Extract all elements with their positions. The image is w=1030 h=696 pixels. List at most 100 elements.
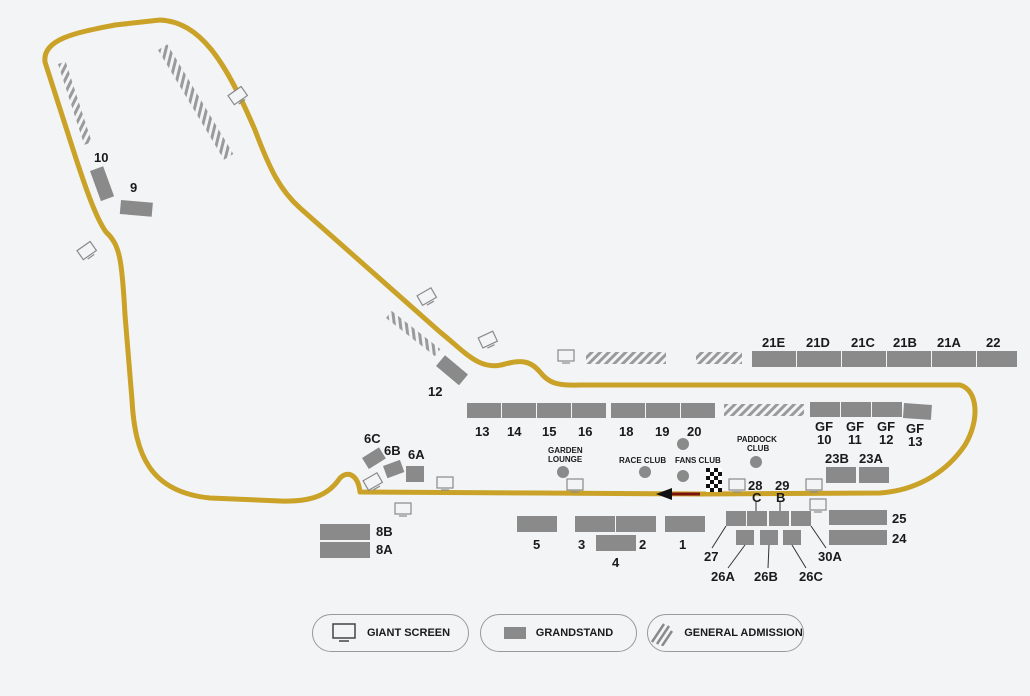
grandstand-8b[interactable]: [320, 524, 370, 540]
grandstand-2[interactable]: [616, 516, 656, 532]
grandstand-6c[interactable]: [362, 447, 386, 470]
label-28: 28: [748, 478, 762, 493]
label-23b: 23B: [825, 451, 849, 466]
grandstand-6a[interactable]: [406, 466, 424, 482]
giant-screen-icon[interactable]: [728, 478, 746, 493]
grandstand-21c[interactable]: [842, 351, 886, 367]
label-gf13-number: 13: [908, 434, 922, 449]
label-fans-club: FANS CLUB: [675, 456, 721, 465]
grandstand-1[interactable]: [665, 516, 705, 532]
giant-screen-icon[interactable]: [76, 240, 99, 262]
grandstand-5[interactable]: [517, 516, 557, 532]
giant-screen-icon[interactable]: [566, 478, 584, 493]
grandstand-15[interactable]: [537, 403, 571, 418]
grandstand-16[interactable]: [572, 403, 606, 418]
label-26c: 26C: [799, 569, 823, 584]
grandstand-21b[interactable]: [887, 351, 931, 367]
grandstand-21a[interactable]: [932, 351, 976, 367]
ga-zone-top-1: [586, 352, 666, 364]
grandstand-14[interactable]: [502, 403, 536, 418]
label-21d: 21D: [806, 335, 830, 350]
grandstand-21d[interactable]: [797, 351, 841, 367]
grandstand-13[interactable]: [467, 403, 501, 418]
legend-general-admission[interactable]: GENERAL ADMISSION: [647, 614, 804, 652]
race-track: [42, 17, 978, 504]
label-26b: 26B: [754, 569, 778, 584]
grandstand-21e[interactable]: [752, 351, 796, 367]
grandstand-10[interactable]: [90, 166, 115, 202]
label-1: 1: [679, 537, 686, 552]
label-8a: 8A: [376, 542, 393, 557]
giant-screen-icon[interactable]: [416, 287, 439, 308]
grandstand-18[interactable]: [611, 403, 645, 418]
label-25: 25: [892, 511, 906, 526]
label-6a: 6A: [408, 447, 425, 462]
grandstand-25[interactable]: [829, 510, 887, 525]
grandstand-19[interactable]: [646, 403, 680, 418]
grandstand-28c[interactable]: [747, 511, 767, 526]
grandstand-29b[interactable]: [769, 511, 789, 526]
grandstand-26b[interactable]: [760, 530, 778, 545]
grandstand-6b[interactable]: [383, 459, 405, 479]
label-5: 5: [533, 537, 540, 552]
label-15: 15: [542, 424, 556, 439]
grandstand-3[interactable]: [575, 516, 615, 532]
grandstand-9[interactable]: [119, 200, 153, 217]
label-19: 19: [655, 424, 669, 439]
grandstand-22[interactable]: [977, 351, 1017, 367]
label-lounge: LOUNGE: [548, 455, 583, 464]
fans-club-marker-top[interactable]: [677, 438, 689, 450]
label-8b: 8B: [376, 524, 393, 539]
grandstand-gf12[interactable]: [872, 402, 902, 417]
giant-screen-icon: [332, 623, 356, 642]
garden-lounge-marker[interactable]: [557, 466, 569, 478]
grandstand-26a[interactable]: [736, 530, 754, 545]
label-gf11-number: 11: [848, 432, 862, 447]
grandstand-23a[interactable]: [859, 467, 889, 483]
giant-screen-icon[interactable]: [805, 478, 823, 493]
start-finish-flag-icon: [706, 468, 722, 492]
giant-screen-icon[interactable]: [394, 502, 412, 517]
label-21a: 21A: [937, 335, 961, 350]
grandstand-gf13[interactable]: [902, 403, 932, 420]
grandstand-26c[interactable]: [783, 530, 801, 545]
legend-giant-screen[interactable]: GIANT SCREEN: [312, 614, 469, 652]
fans-club-marker[interactable]: [677, 470, 689, 482]
label-3: 3: [578, 537, 585, 552]
label-16: 16: [578, 424, 592, 439]
giant-screen-icon[interactable]: [362, 472, 385, 493]
label-c: C: [752, 490, 762, 505]
legend-grandstand[interactable]: GRANDSTAND: [480, 614, 637, 652]
label-12: 12: [428, 384, 442, 399]
giant-screen-icon[interactable]: [809, 498, 827, 513]
grandstand-8a[interactable]: [320, 542, 370, 558]
giant-screen-icon[interactable]: [436, 476, 454, 491]
label-gf13-prefix: GF: [906, 421, 924, 436]
ga-zone-middle: [386, 310, 441, 357]
grandstand-24[interactable]: [829, 530, 887, 545]
grandstand-23b[interactable]: [826, 467, 856, 483]
legend-grandstand-label: GRANDSTAND: [535, 627, 614, 639]
grandstand-20[interactable]: [681, 403, 715, 418]
grandstand-icon: [503, 627, 526, 639]
giant-screen-icon[interactable]: [477, 330, 499, 351]
paddock-club-marker[interactable]: [750, 456, 762, 468]
label-24: 24: [892, 531, 907, 546]
grandstand-12[interactable]: [436, 355, 468, 386]
hospitality-venues: [557, 438, 762, 482]
grandstand-4[interactable]: [596, 535, 636, 551]
label-4: 4: [612, 555, 620, 570]
grandstand-gf11[interactable]: [841, 402, 871, 417]
label-b: B: [776, 490, 785, 505]
label-27: 27: [704, 549, 718, 564]
label-14: 14: [507, 424, 522, 439]
hatch-icon: [651, 623, 674, 646]
grandstand-gf10[interactable]: [810, 402, 840, 417]
race-club-marker[interactable]: [639, 466, 651, 478]
grandstand-28[interactable]: [726, 511, 746, 526]
label-2: 2: [639, 537, 646, 552]
giant-screen-icon[interactable]: [557, 349, 575, 364]
label-30a: 30A: [818, 549, 842, 564]
grandstand-29[interactable]: [791, 511, 811, 526]
